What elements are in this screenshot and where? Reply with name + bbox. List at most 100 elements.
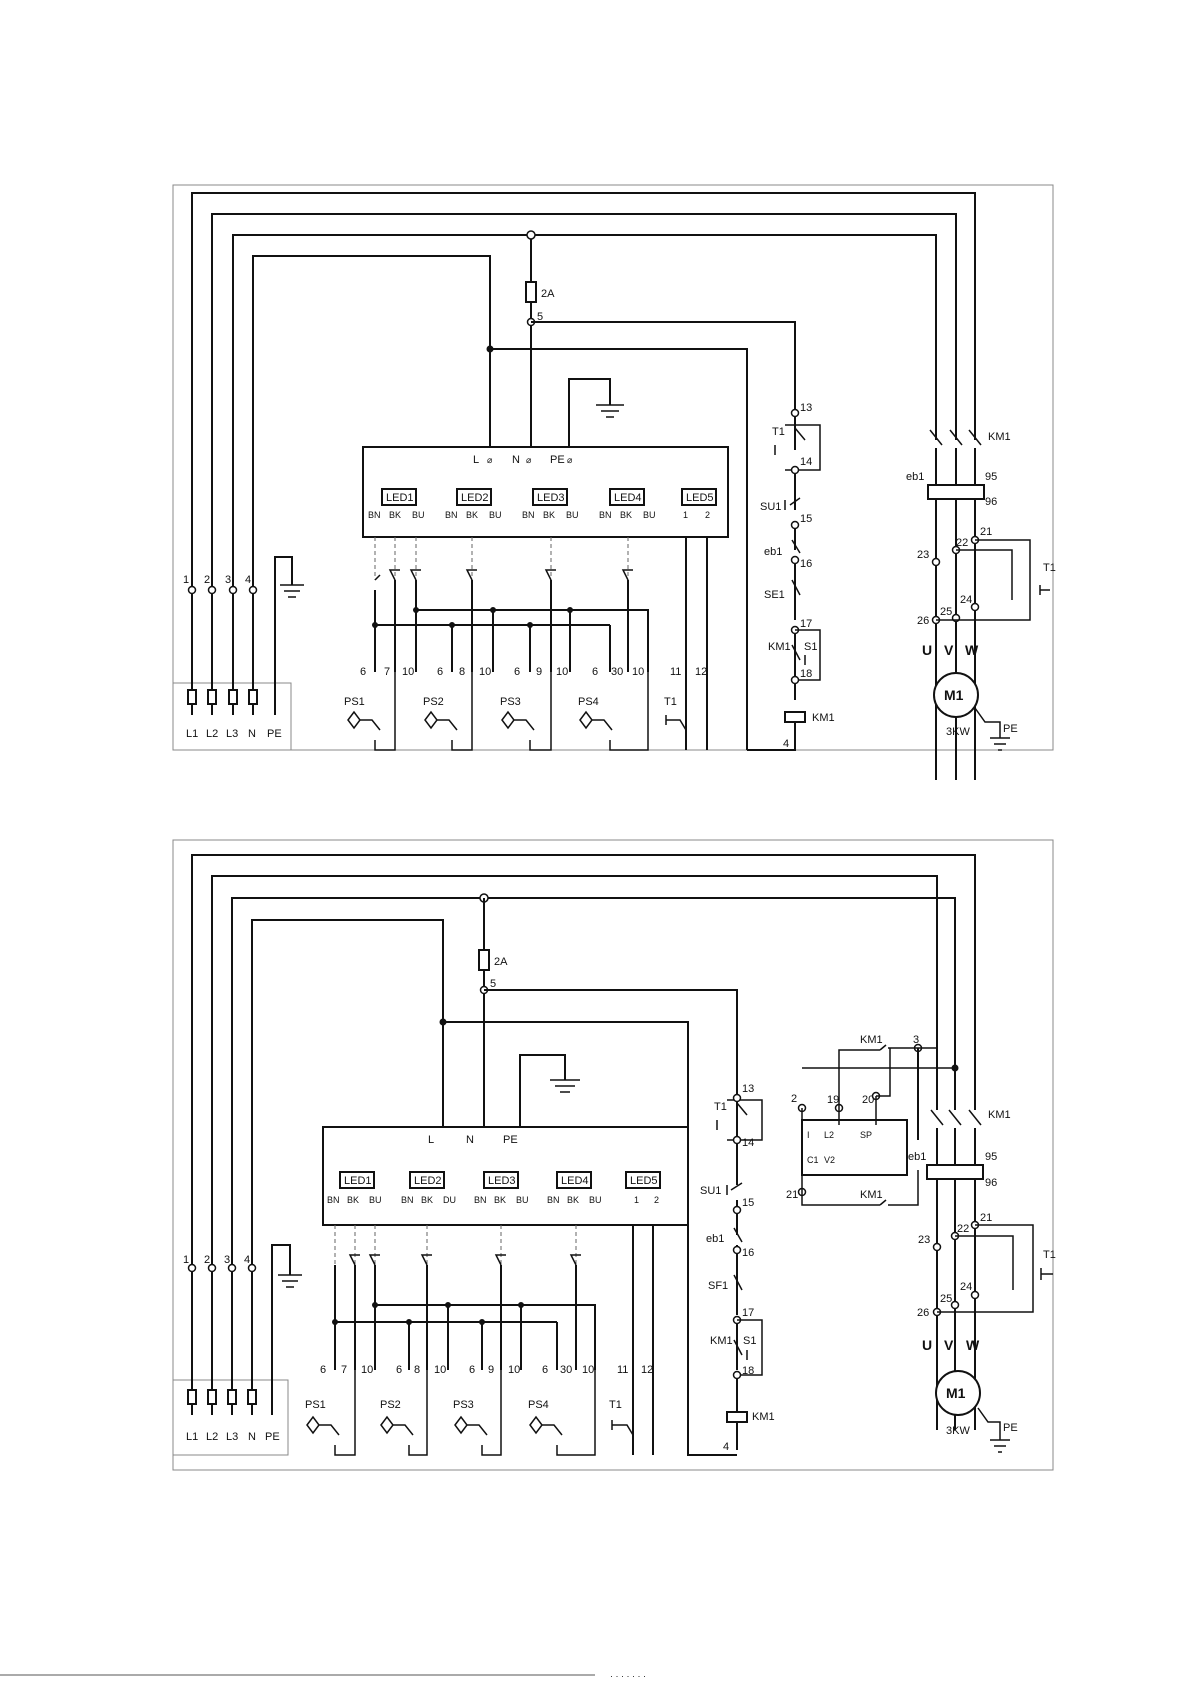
svg-text:4: 4 <box>723 1441 729 1453</box>
svg-text:T1: T1 <box>609 1399 622 1411</box>
svg-text:BK: BK <box>543 510 555 520</box>
motor-circuit-top: KM1 eb1 95 96 21 22 23 T1 24 25 26 U V W… <box>906 423 1056 780</box>
svg-text:KM1: KM1 <box>752 1411 775 1423</box>
svg-text:BK: BK <box>347 1195 359 1205</box>
diagram-top: 2A 5 1 2 3 4 L1 L2 L3 N PE L <box>172 184 1056 780</box>
svg-text:DU: DU <box>443 1195 456 1205</box>
controller-terminal-pe: PE <box>550 454 565 466</box>
svg-text:U: U <box>922 1337 932 1353</box>
controller-terminal-n: N <box>512 454 520 466</box>
svg-text:C1: C1 <box>807 1155 819 1165</box>
fuse-rating: 2A <box>541 288 555 300</box>
svg-text:4: 4 <box>783 738 789 750</box>
svg-text:2A: 2A <box>494 956 508 968</box>
motor-circuit-bottom: KM1 eb1 95 96 21 22 23 T1 24 25 26 U V W… <box>908 1048 1056 1453</box>
svg-text:25: 25 <box>940 1293 952 1305</box>
svg-text:KM1: KM1 <box>710 1335 733 1347</box>
svg-text:11: 11 <box>617 1364 628 1376</box>
svg-text:BU: BU <box>516 1195 529 1205</box>
phase-l2: L2 <box>206 728 218 740</box>
footer-text: · · · · · · · <box>610 1671 646 1681</box>
svg-text:PS2: PS2 <box>380 1399 401 1411</box>
fuse-2a-bottom <box>478 949 490 971</box>
svg-text:⌀: ⌀ <box>487 455 493 465</box>
svg-text:T1: T1 <box>714 1101 727 1113</box>
svg-text:SU1: SU1 <box>700 1185 721 1197</box>
svg-text:V: V <box>944 642 954 658</box>
svg-text:23: 23 <box>917 549 929 561</box>
supply-terminal-3: 3 <box>225 574 231 586</box>
svg-text:KM1: KM1 <box>768 641 791 653</box>
svg-text:7: 7 <box>384 666 390 678</box>
svg-text:4: 4 <box>244 1254 250 1266</box>
svg-text:BK: BK <box>421 1195 433 1205</box>
svg-text:SU1: SU1 <box>760 501 781 513</box>
svg-text:19: 19 <box>827 1094 839 1106</box>
svg-text:23: 23 <box>918 1234 930 1246</box>
svg-text:LED2: LED2 <box>414 1175 442 1187</box>
svg-text:V2: V2 <box>824 1155 835 1165</box>
svg-text:BU: BU <box>489 510 502 520</box>
svg-text:⌀: ⌀ <box>567 455 573 465</box>
svg-text:96: 96 <box>985 1177 997 1189</box>
svg-text:30: 30 <box>611 666 623 678</box>
motor-power: 3KW <box>946 726 970 738</box>
svg-text:2: 2 <box>204 1254 210 1266</box>
svg-text:BN: BN <box>445 510 458 520</box>
svg-text:26: 26 <box>917 1307 929 1319</box>
svg-text:L1: L1 <box>186 1431 198 1443</box>
svg-text:6: 6 <box>592 666 598 678</box>
svg-text:BU: BU <box>412 510 425 520</box>
svg-text:24: 24 <box>960 1281 972 1293</box>
svg-text:KM1: KM1 <box>812 712 835 724</box>
svg-text:2: 2 <box>791 1093 797 1105</box>
phase-l1: L1 <box>186 728 198 740</box>
fuse-node: 5 <box>537 311 543 323</box>
svg-text:6: 6 <box>360 666 366 678</box>
svg-text:26: 26 <box>917 615 929 627</box>
svg-text:10: 10 <box>402 666 414 678</box>
svg-text:L: L <box>428 1134 434 1146</box>
svg-text:6: 6 <box>514 666 520 678</box>
led5-label: LED5 <box>686 492 714 504</box>
svg-text:10: 10 <box>479 666 491 678</box>
controller-terminal-l: L <box>473 454 479 466</box>
svg-text:BN: BN <box>599 510 612 520</box>
supply-terminal-1: 1 <box>183 574 189 586</box>
sensor-terminals-bottom: 6 7 10 6 8 10 6 9 10 6 30 10 11 12 <box>320 1364 653 1376</box>
svg-text:95: 95 <box>985 1151 997 1163</box>
svg-text:KM1: KM1 <box>860 1034 883 1046</box>
svg-text:5: 5 <box>490 978 496 990</box>
svg-text:LED5: LED5 <box>630 1175 658 1187</box>
svg-text:⌀: ⌀ <box>526 455 532 465</box>
supply-terminal-4: 4 <box>245 574 251 586</box>
svg-text:10: 10 <box>434 1364 446 1376</box>
svg-text:SP: SP <box>860 1130 872 1140</box>
svg-text:6: 6 <box>437 666 443 678</box>
svg-text:1: 1 <box>183 1254 189 1266</box>
svg-text:L2: L2 <box>824 1130 834 1140</box>
svg-text:18: 18 <box>742 1365 754 1377</box>
svg-text:SF1: SF1 <box>708 1280 728 1292</box>
svg-text:N: N <box>466 1134 474 1146</box>
svg-text:22: 22 <box>957 1223 969 1235</box>
control-circuit-top: T1 13 14 SU1 15 eb1 16 SE1 17 KM1 S1 18 … <box>747 402 835 751</box>
svg-text:BK: BK <box>494 1195 506 1205</box>
svg-text:1: 1 <box>634 1195 639 1205</box>
svg-text:16: 16 <box>742 1247 754 1259</box>
control-circuit-bottom: T1 13 14 SU1 15 eb1 16 SF1 17 KM1 S1 18 … <box>700 1083 775 1453</box>
svg-text:T1: T1 <box>772 426 785 438</box>
svg-text:3: 3 <box>224 1254 230 1266</box>
svg-text:10: 10 <box>508 1364 520 1376</box>
svg-text:BK: BK <box>620 510 632 520</box>
svg-text:6: 6 <box>396 1364 402 1376</box>
svg-text:10: 10 <box>556 666 568 678</box>
svg-text:BK: BK <box>466 510 478 520</box>
svg-text:8: 8 <box>414 1364 420 1376</box>
svg-text:LED3: LED3 <box>488 1175 516 1187</box>
svg-text:eb1: eb1 <box>908 1151 926 1163</box>
svg-text:6: 6 <box>542 1364 548 1376</box>
svg-text:KM1: KM1 <box>988 1109 1011 1121</box>
svg-text:10: 10 <box>582 1364 594 1376</box>
